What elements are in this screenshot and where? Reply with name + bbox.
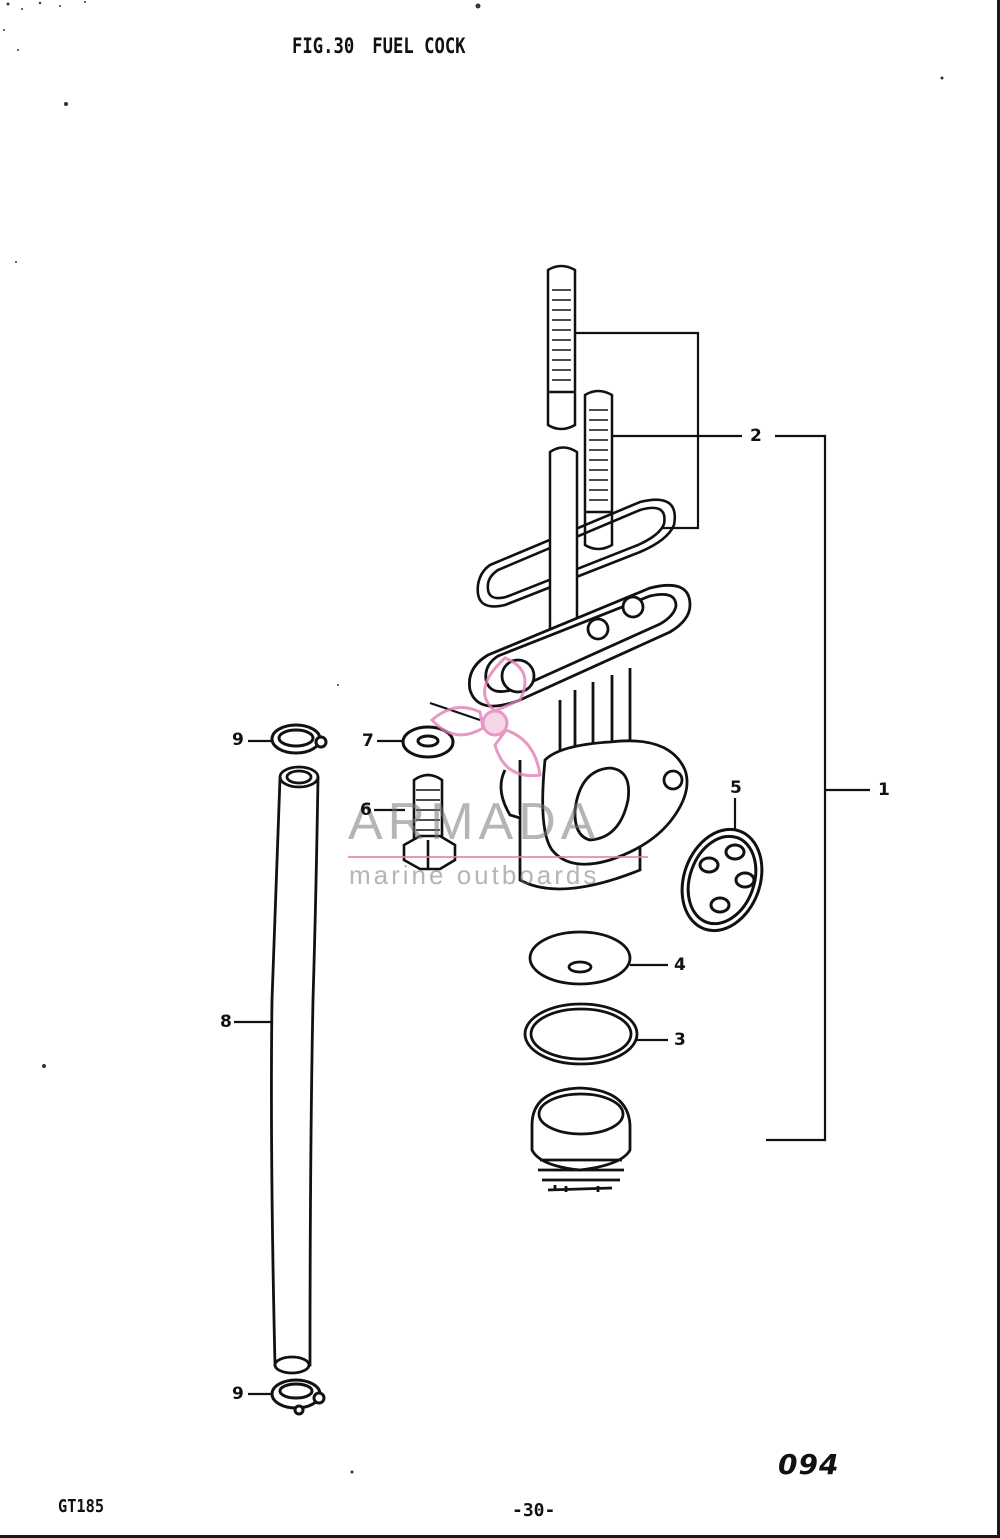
hose-clamp-bottom [270, 1378, 326, 1416]
screw-bolt [402, 773, 457, 871]
scan-edge-bottom [0, 1535, 1000, 1538]
callout-6: 6 [360, 800, 372, 820]
callout-4: 4 [674, 955, 686, 975]
stud-bolts [546, 264, 614, 551]
diagram-code: 094 [778, 1448, 840, 1481]
lever-shaft [548, 446, 579, 648]
callout-9-top: 9 [232, 730, 244, 750]
hose-clamp-top [270, 723, 328, 755]
callout-8: 8 [220, 1012, 232, 1032]
o-ring [523, 1002, 639, 1066]
oval-gasket [476, 498, 677, 608]
callout-1: 1 [878, 780, 890, 800]
fuel-hose [270, 765, 320, 1375]
callout-5: 5 [730, 778, 742, 798]
watermark-tagline: marine outboards [349, 860, 600, 890]
watermark-logo-icon [429, 656, 542, 778]
figure-title: FIG.30 FUEL COCK [292, 34, 466, 58]
packing-disc [528, 930, 632, 986]
washer [401, 725, 455, 759]
figure-name: FUEL COCK [372, 34, 466, 58]
figure-number: FIG.30 [292, 34, 355, 58]
page-number: -30- [512, 1500, 556, 1521]
callout-9-bottom: 9 [232, 1384, 244, 1404]
scan-specks [3, 1, 944, 1474]
scan-edge-right [997, 0, 1000, 1538]
watermark-brand: ARMADA [348, 793, 601, 851]
callout-7: 7 [362, 731, 374, 751]
callout-2: 2 [750, 426, 762, 446]
filter-screen [680, 827, 764, 933]
sediment-cup [530, 1086, 632, 1192]
callout-3: 3 [674, 1030, 686, 1050]
model-code: GT185 [58, 1496, 105, 1517]
leader-lines [234, 331, 870, 1396]
